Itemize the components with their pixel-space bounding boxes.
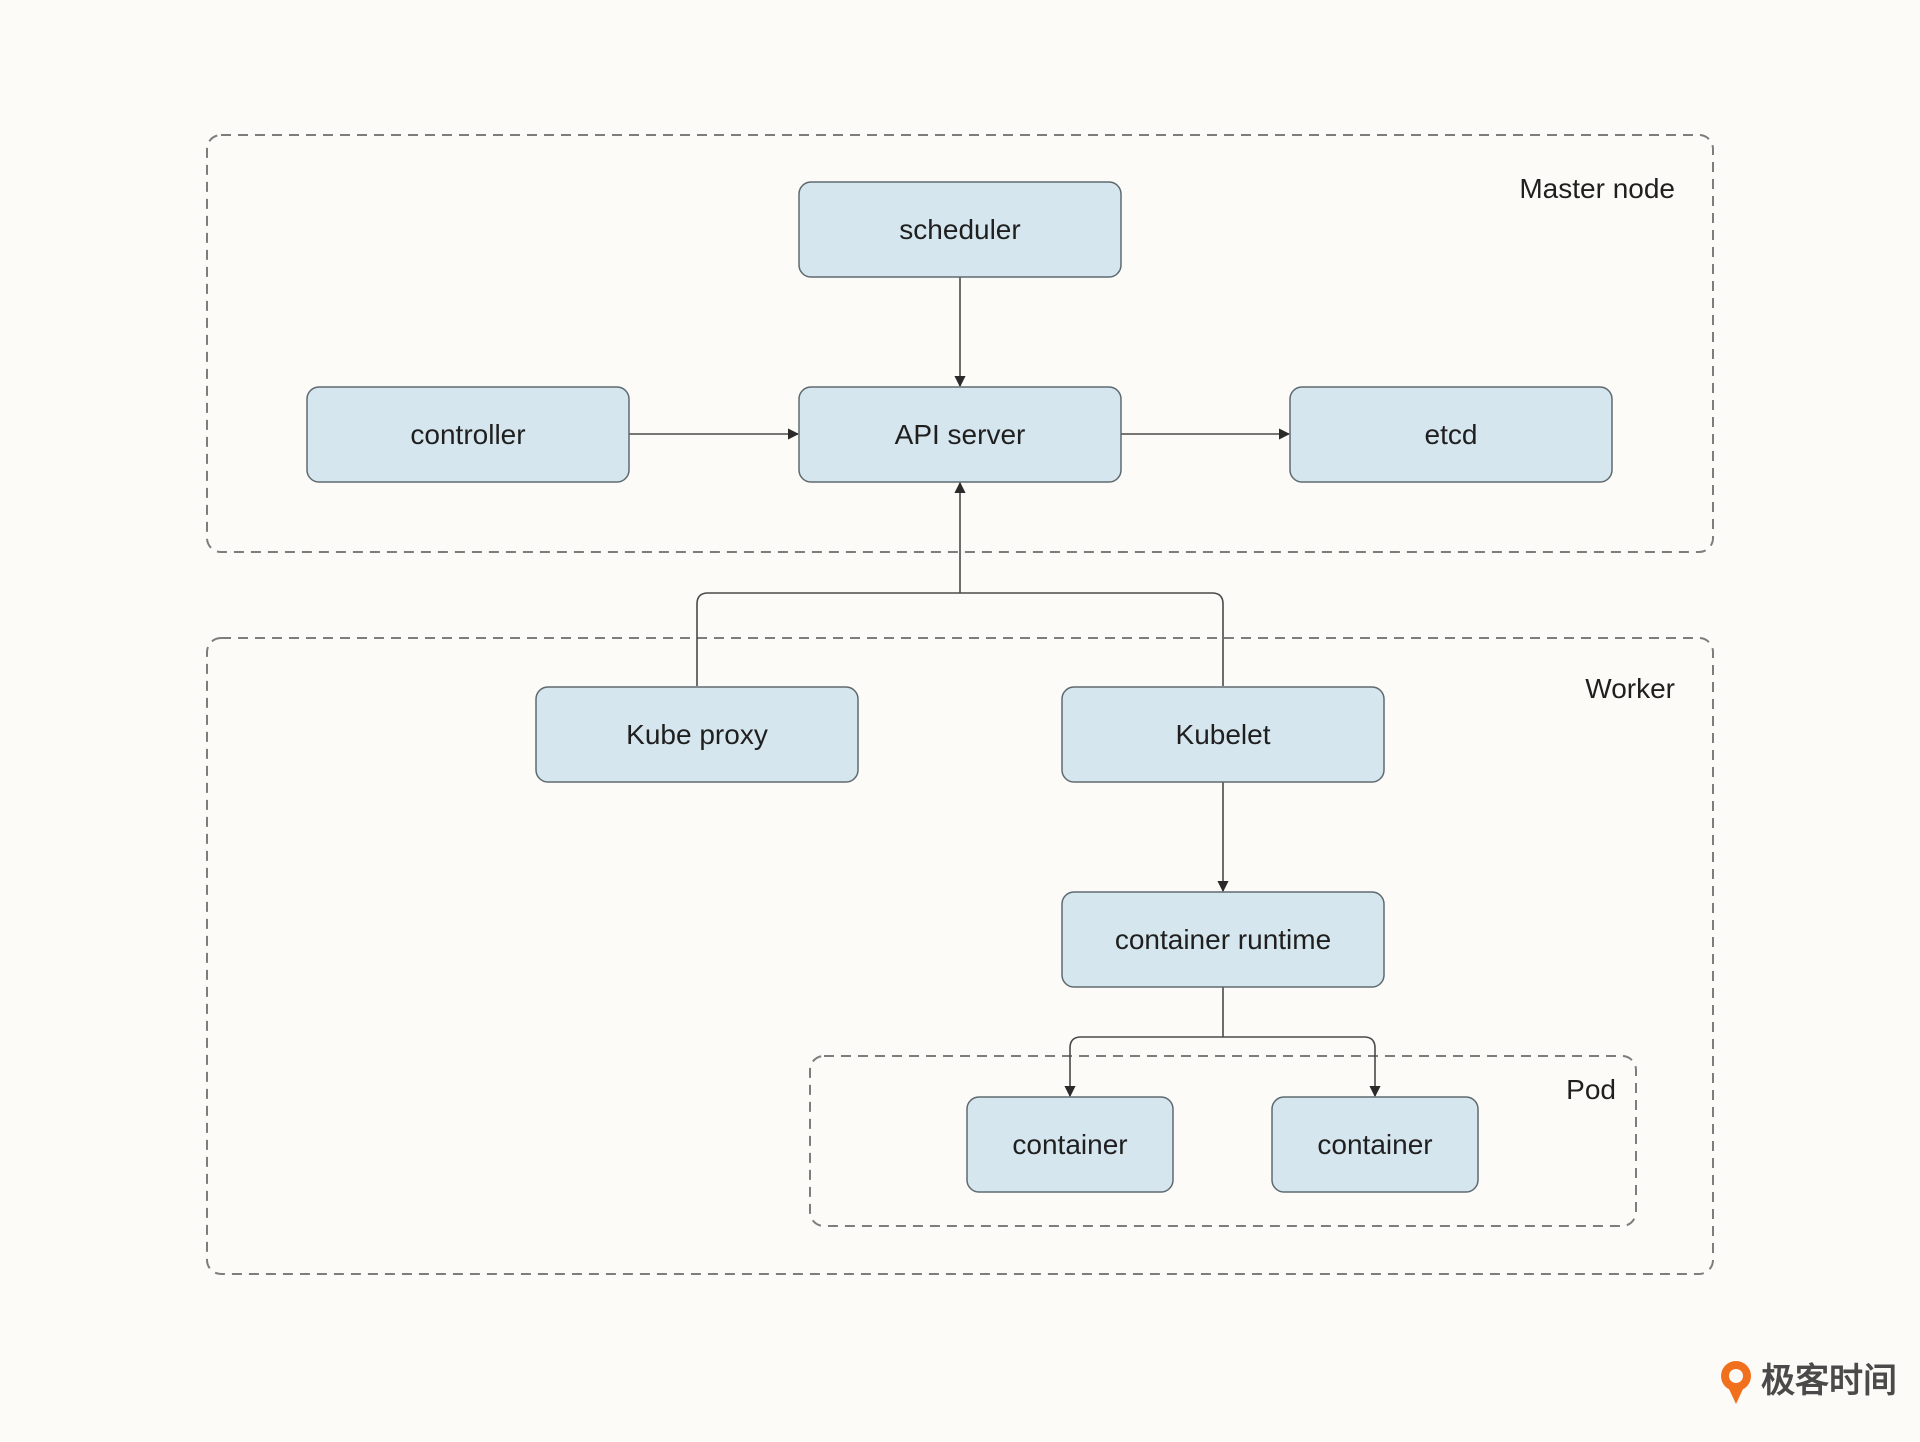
brand-text: 极客时间 (1761, 1361, 1897, 1401)
edge-runtime-to-container-2 (1223, 1036, 1381, 1098)
etcd-label: etcd (1425, 419, 1478, 450)
edge-worker-bus (696, 592, 1224, 686)
container-runtime-box (1061, 891, 1385, 988)
node-etcd: etcd (1289, 386, 1613, 483)
master-node-group: Master node (206, 134, 1714, 553)
pod-group: Pod (809, 1055, 1637, 1227)
kubelet-box (1061, 686, 1385, 783)
node-container-2: container (1271, 1096, 1479, 1193)
kube-proxy-label: Kube proxy (626, 719, 768, 750)
container-2-box (1271, 1096, 1479, 1193)
node-kubelet: Kubelet (1061, 686, 1385, 783)
master-node-label: Master node (1519, 173, 1675, 204)
scheduler-label: scheduler (899, 214, 1020, 245)
container-1-box (966, 1096, 1174, 1193)
kubelet-label: Kubelet (1176, 719, 1271, 750)
container-1-label: container (1012, 1129, 1127, 1160)
edges (629, 277, 1381, 1098)
geektime-logo-icon (1721, 1361, 1751, 1404)
node-container-1: container (966, 1096, 1174, 1193)
kube-proxy-box (535, 686, 859, 783)
node-scheduler: scheduler (798, 181, 1122, 278)
api-server-box (798, 386, 1122, 483)
master-node-boundary (206, 134, 1714, 553)
brand-watermark: 极客时间 (1721, 1361, 1897, 1404)
worker-group: Worker (206, 637, 1714, 1275)
etcd-box (1289, 386, 1613, 483)
scheduler-box (798, 181, 1122, 278)
node-controller: controller (306, 386, 630, 483)
worker-boundary (206, 637, 1714, 1275)
worker-label: Worker (1585, 673, 1675, 704)
controller-box (306, 386, 630, 483)
node-container-runtime: container runtime (1061, 891, 1385, 988)
pod-label: Pod (1566, 1074, 1616, 1105)
edge-runtime-to-container-1 (1064, 1036, 1223, 1098)
pod-boundary (809, 1055, 1637, 1227)
container-runtime-label: container runtime (1115, 924, 1331, 955)
container-2-label: container (1317, 1129, 1432, 1160)
controller-label: controller (410, 419, 525, 450)
api-server-label: API server (895, 419, 1026, 450)
node-api-server: API server (798, 386, 1122, 483)
node-kube-proxy: Kube proxy (535, 686, 859, 783)
